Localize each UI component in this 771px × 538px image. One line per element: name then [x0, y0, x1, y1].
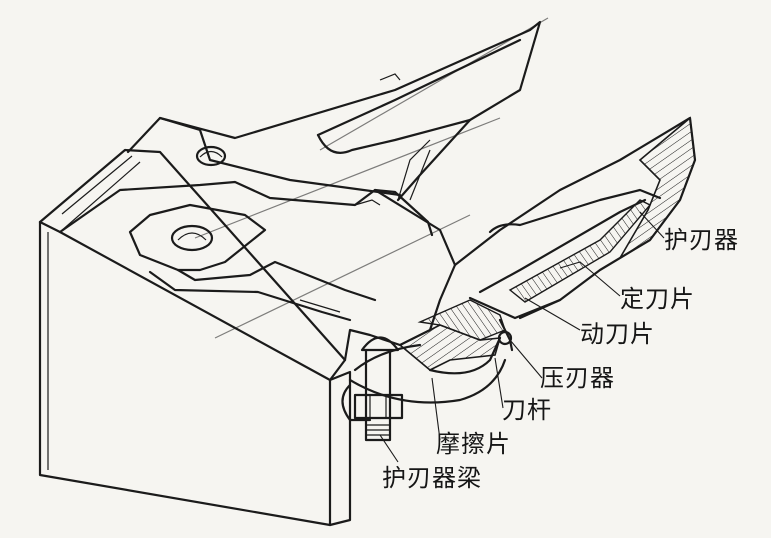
- label-ledger-plate: 定刀片: [620, 285, 695, 313]
- bolt-assembly: [341, 336, 404, 442]
- front-guard-finger: [453, 116, 697, 320]
- label-guard: 护刃器: [664, 226, 739, 254]
- knife-section-area: [348, 299, 514, 404]
- back-guard-finger: [126, 20, 542, 202]
- label-guard-bar: 护刃器梁: [382, 464, 482, 492]
- guard-bar-shape: [38, 148, 352, 527]
- construction-lines: [194, 17, 549, 339]
- label-knife-section: 动刀片: [580, 320, 655, 348]
- label-hold-down-clip: 压刃器: [540, 364, 615, 392]
- label-leader-lines: [379, 211, 665, 463]
- guard-body: [58, 180, 457, 362]
- label-wear-plate: 摩擦片: [436, 430, 511, 458]
- label-knife-back: 刀杆: [502, 396, 552, 424]
